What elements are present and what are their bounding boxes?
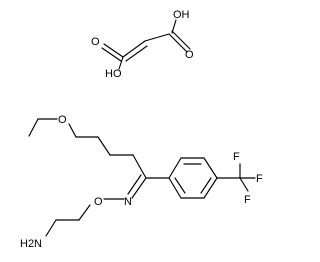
bond-ring-double-2 xyxy=(200,177,212,194)
bond-ring-2 xyxy=(168,157,182,179)
bond-chain-2 xyxy=(97,136,111,156)
chemical-structure-diagram: OH O HO O xyxy=(20,9,263,250)
bond-o-ch2 xyxy=(78,204,91,221)
bond-chain-4 xyxy=(132,154,147,179)
bond-top-c-o xyxy=(171,19,177,34)
fumaric-acid-structure: OH O HO O xyxy=(91,9,194,80)
fluvoxamine-structure: O N O H2N F F F xyxy=(20,114,263,250)
bond-ring-4 xyxy=(203,157,218,179)
label-oh-left: HO xyxy=(105,68,122,80)
bond-left-c-o-double xyxy=(101,47,122,62)
label-n-oxime: N xyxy=(124,196,132,208)
bond-left-c-oh xyxy=(118,56,124,70)
label-nh2: H2N xyxy=(20,238,42,250)
bond-ring-7 xyxy=(168,177,182,199)
bond-c-c-center-double xyxy=(125,45,148,62)
bond-top-c-o2 xyxy=(168,33,188,53)
bond-c-n-double xyxy=(127,174,142,195)
label-f-right: F xyxy=(256,173,263,185)
bond-o-ether-right xyxy=(68,123,77,138)
label-o-ether: O xyxy=(58,114,67,126)
bond-c-c-center xyxy=(122,40,146,58)
bond-ring-double-3 xyxy=(174,177,186,194)
label-o-left: O xyxy=(91,36,100,48)
bond-left-c-o xyxy=(103,43,124,58)
bond-ethyl-1 xyxy=(28,118,39,137)
label-f-top: F xyxy=(233,151,240,163)
label-f-bottom: F xyxy=(244,194,251,206)
label-o-right: O xyxy=(185,49,194,61)
label-oh-top: OH xyxy=(173,9,190,21)
bond-c-c-right xyxy=(144,33,170,42)
label-o-oxime: O xyxy=(94,196,103,208)
bond-top-c-o2-double xyxy=(171,30,191,50)
bond-cf3-f-bottom xyxy=(239,177,249,192)
bond-c-n xyxy=(131,177,147,199)
bond-ring-5 xyxy=(203,177,218,199)
bond-ch2-nh2 xyxy=(45,219,57,237)
